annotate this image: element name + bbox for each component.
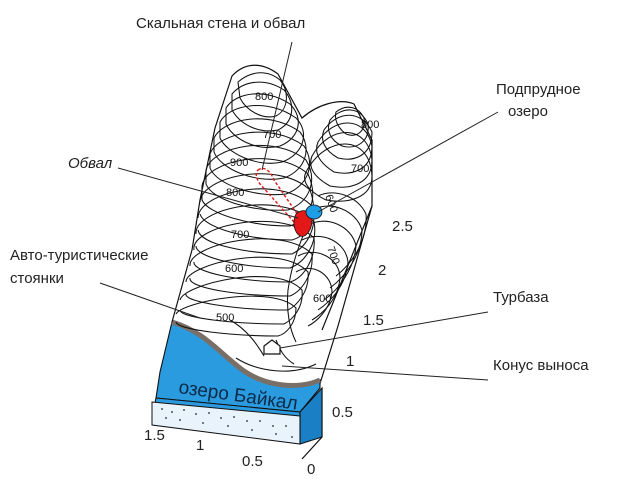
- camps-label-2: стоянки: [10, 270, 64, 287]
- dam-lake-label: Подпрудное: [496, 81, 581, 98]
- contour-label: 700: [231, 229, 249, 241]
- scale-tick: 1.5: [363, 312, 384, 329]
- scale-tick: 1.5: [144, 427, 165, 444]
- vertical-scale: 0 0.5 1 1.5 2 2.5: [307, 218, 413, 478]
- contour-label: 600: [225, 263, 243, 275]
- scale-tick: 2: [378, 262, 386, 279]
- contour-label: 700: [351, 163, 369, 175]
- scale-tick: 0.5: [242, 453, 263, 470]
- contour-lines: [171, 64, 373, 372]
- alluvial-fan-label: Конус выноса: [493, 357, 589, 374]
- dam-lake-label-2: озеро: [508, 103, 548, 120]
- landslide-label: Обвал: [68, 155, 113, 172]
- contour-label: 700: [263, 129, 281, 141]
- scale-tick: 0.5: [332, 404, 353, 421]
- leader-lines: [99, 41, 499, 381]
- horizontal-scale: 1.5 1 0.5: [144, 427, 263, 470]
- tourist-base-icon: [263, 339, 281, 355]
- scale-tick: 2.5: [392, 218, 413, 235]
- dam-lake: [305, 204, 323, 220]
- landslide-scar: [255, 167, 302, 225]
- contour-label: 600: [322, 193, 340, 214]
- contour-label: 800: [255, 91, 273, 103]
- scale-tick: 0: [307, 461, 315, 478]
- camps-label: Авто-туристические: [10, 247, 148, 264]
- rock-wall-label: Скальная стена и обвал: [136, 15, 305, 32]
- contour-label: 500: [216, 312, 234, 324]
- contour-label: 700: [324, 245, 342, 266]
- contour-label: 800: [361, 119, 379, 131]
- contour-label: 900: [230, 157, 248, 169]
- lake-block: озеро Байкал: [151, 319, 323, 445]
- scale-tick: 1: [196, 437, 204, 454]
- contour-label: 800: [226, 187, 244, 199]
- scale-tick: 1: [346, 353, 354, 370]
- contour-labels: 800 700 800 900 700 800 700 600 600 700 …: [216, 91, 379, 324]
- contour-label: 600: [313, 293, 331, 305]
- tourist-base-label: Турбаза: [493, 289, 549, 306]
